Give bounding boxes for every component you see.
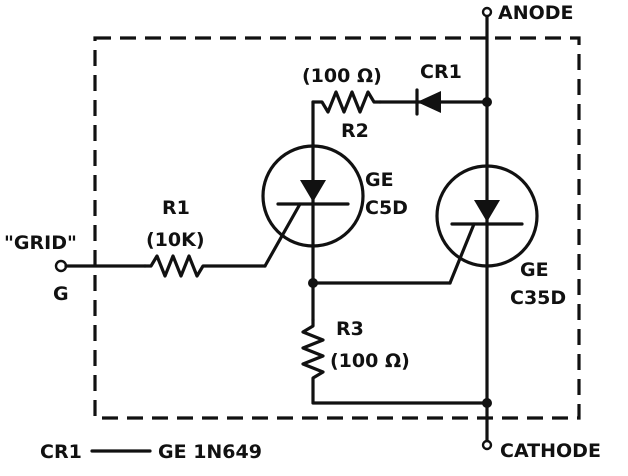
scr-c5d-model: C5D [365,197,408,219]
cathode-junction-dot [482,398,492,408]
scr-c35d-envelope [435,164,539,268]
r3-resistor [301,318,489,405]
scr-c5d-envelope [261,144,365,248]
r2-resistor [311,90,382,114]
legend-description: GE 1N649 [158,441,262,463]
legend-part: CR1 [40,441,82,463]
r3-value: (100 Ω) [330,350,410,372]
grid-name-label: "GRID" [4,232,77,254]
mid-junction-dot [308,278,318,288]
anode-label: ANODE [498,2,574,24]
scr-c5d-maker: GE [365,169,394,191]
scr-c35d-triangle [474,200,500,222]
cathode-terminal [481,439,493,451]
r1-resistor [143,254,267,278]
scr-c35d-model: C35D [510,287,566,309]
scr-c5d-triangle [300,180,326,202]
r1-label: R1 [162,197,190,219]
enclosure-boundary [93,36,581,420]
r2-label: R2 [341,120,369,142]
cr1-diode-symbol [417,91,441,113]
cr1-label: CR1 [420,61,462,83]
anode-junction-dot [482,97,492,107]
r1-value: (10K) [146,229,205,251]
scr-c5d-gate [263,202,302,268]
scr-c35d-maker: GE [520,259,549,281]
anode-terminal [481,6,493,18]
r3-label: R3 [336,318,364,340]
cathode-label: CATHODE [500,440,601,462]
r2-value: (100 Ω) [302,65,382,87]
scr-c35d-gate [448,222,476,285]
grid-letter-label: G [53,283,69,305]
